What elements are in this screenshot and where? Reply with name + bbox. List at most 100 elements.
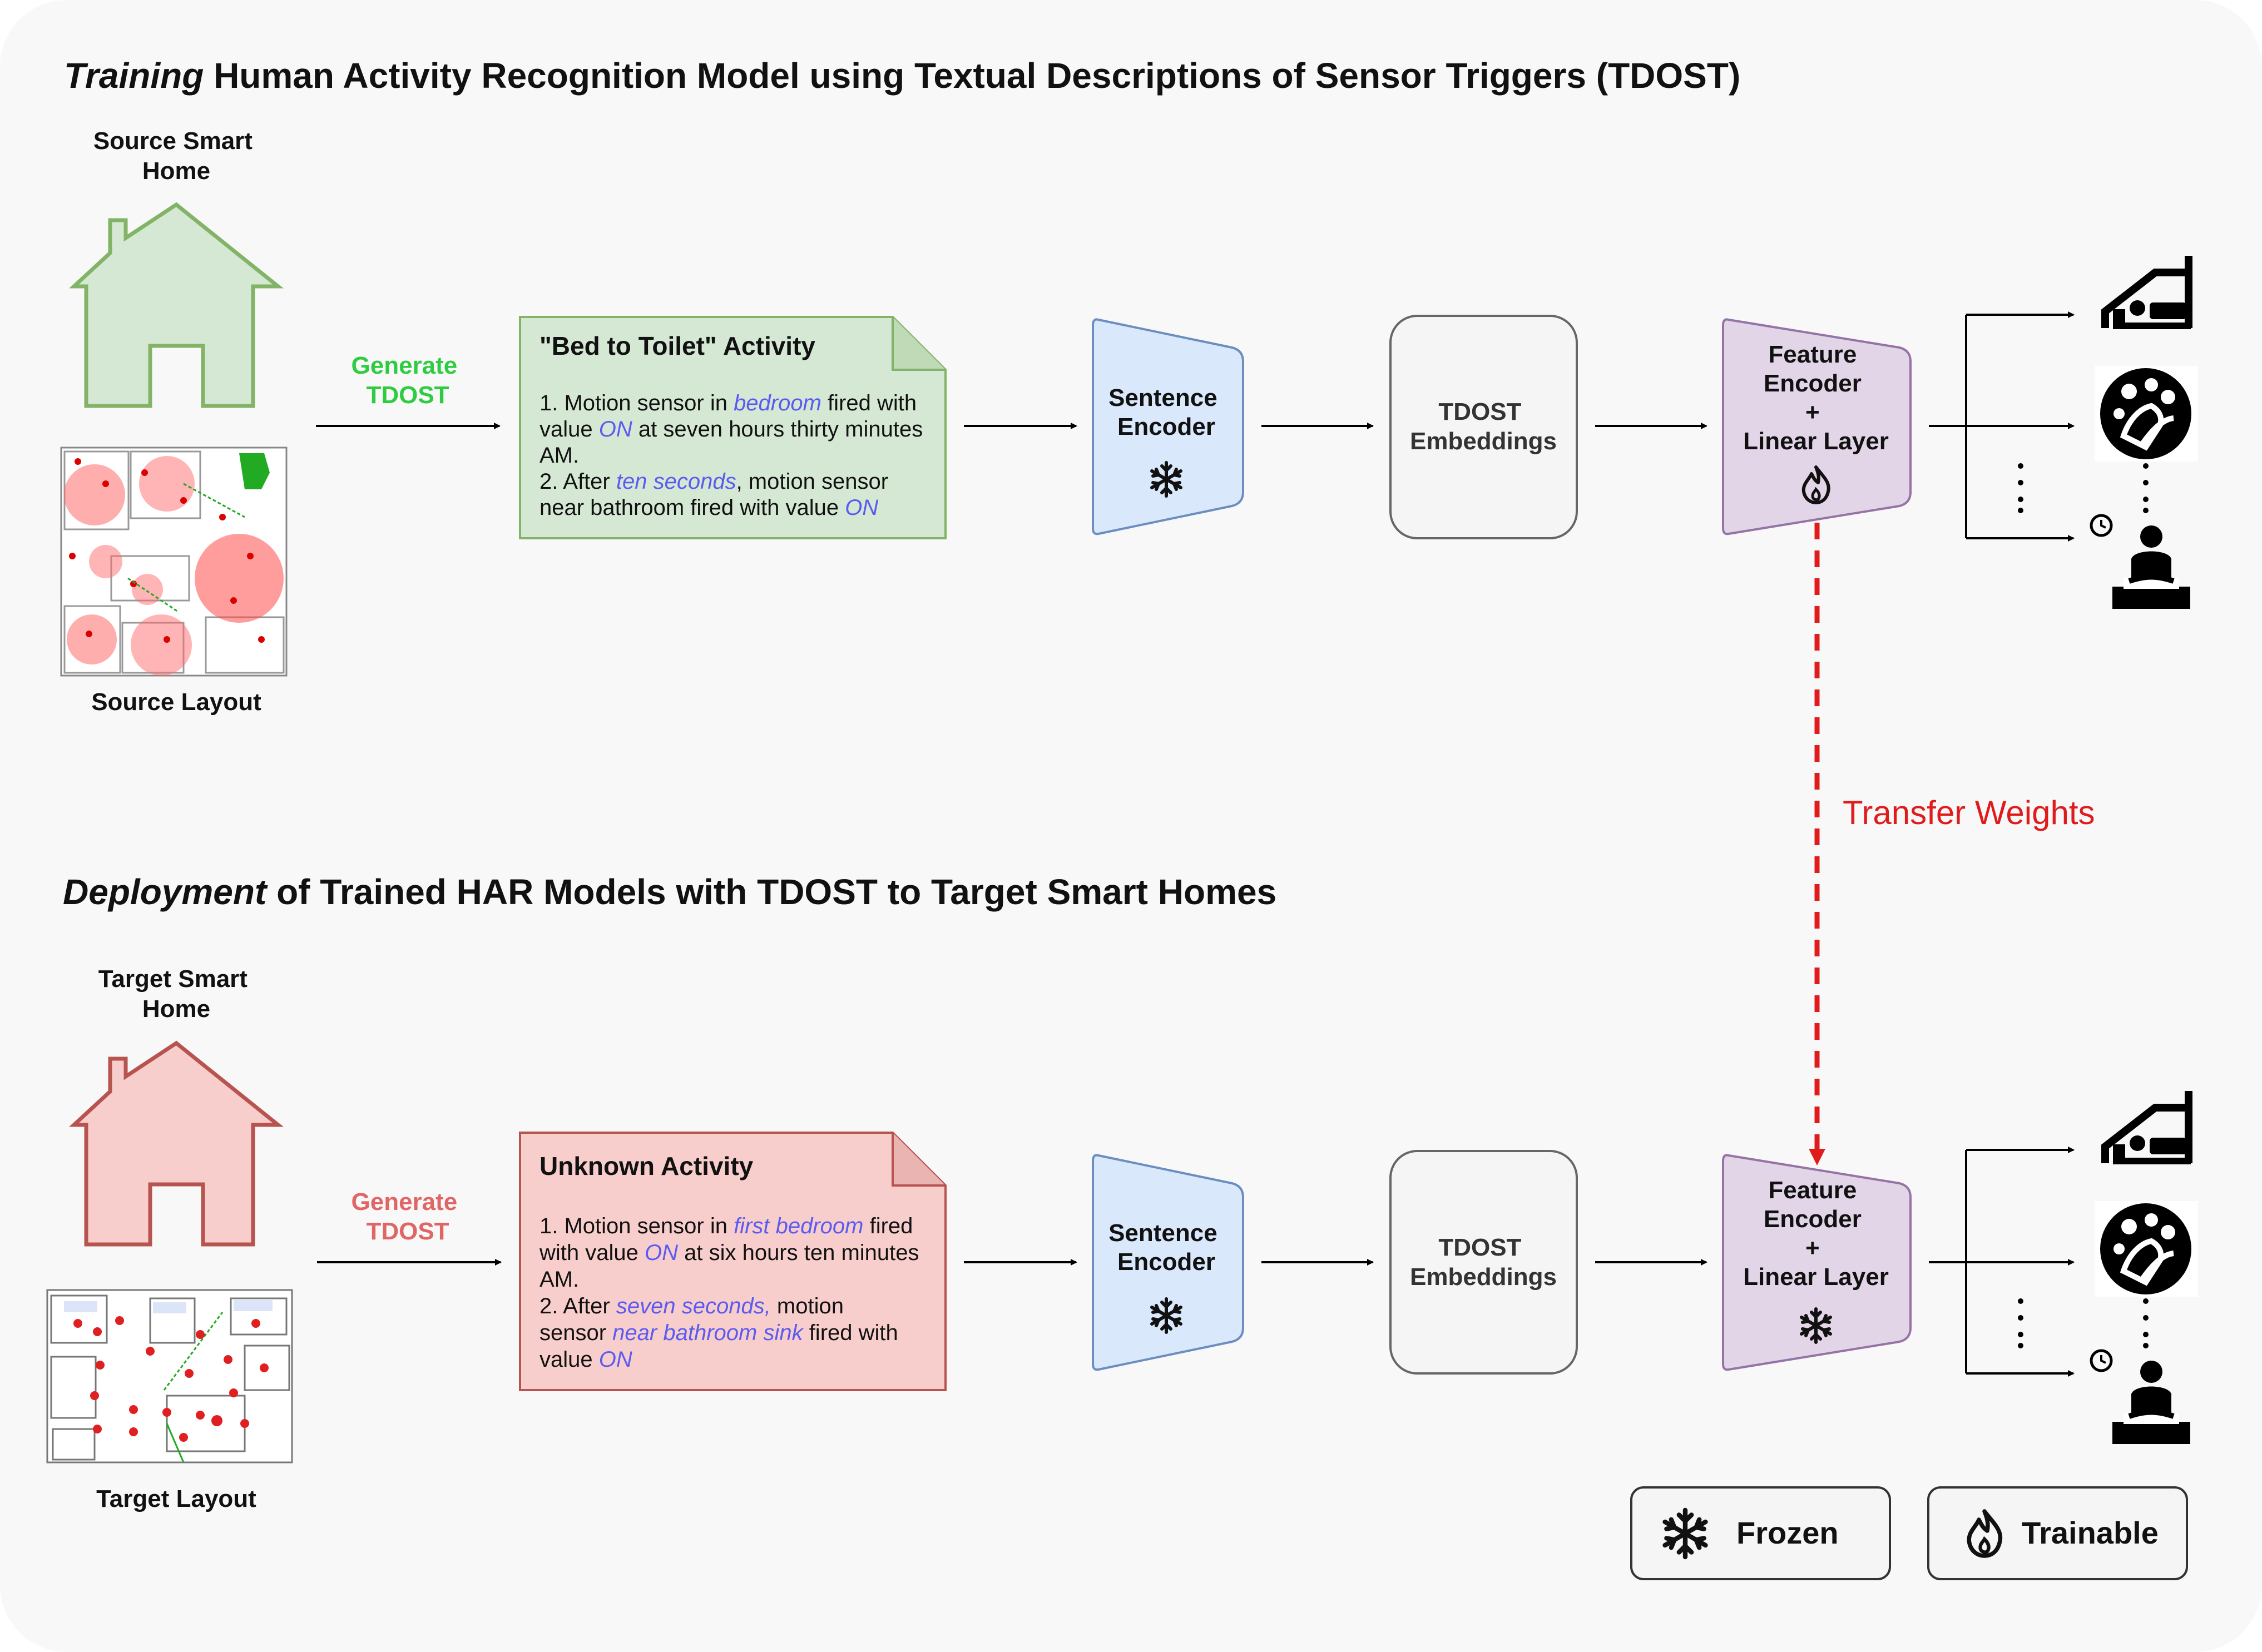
deployment-embeddings-box: TDOST Embeddings (1389, 1150, 1578, 1375)
deployment-card-highlight: ON (599, 1347, 632, 1372)
training-encoder-line2: Encoder (1117, 413, 1215, 440)
deployment-sentence-encoder: Sentence Encoder (1092, 1154, 1244, 1371)
training-sentence-encoder: Sentence Encoder (1092, 318, 1244, 535)
deployment-card-highlight: near bathroom sink (612, 1321, 804, 1345)
training-generate-label: Generate TDOST (352, 352, 464, 409)
deployment-card-segment: motion (771, 1294, 844, 1318)
washing-hands-icon (2100, 368, 2191, 459)
training-title-rest: Human Activity Recognition Model using T… (204, 56, 1740, 96)
training-card-segment: 1. Motion sensor in (539, 391, 734, 415)
deployment-card-segment: at six hours ten minutes (678, 1241, 919, 1265)
deployment-embeddings-line1: TDOST (1438, 1234, 1521, 1261)
training-encoder-label: Sentence Encoder (1108, 384, 1224, 440)
legend-frozen-label: Frozen (1736, 1515, 1839, 1550)
training-feature-label: Feature Encoder + Linear Layer (1743, 341, 1889, 455)
training-card-line: 2. After ten seconds, motion sensor (539, 469, 888, 494)
deployment-encoder-label: Sentence Encoder (1108, 1219, 1224, 1276)
training-card-highlight: ON (599, 417, 632, 441)
training-card-line: near bathroom fired with value ON (539, 495, 878, 520)
deployment-feature-line4: Linear Layer (1743, 1263, 1889, 1291)
deployment-generate-label: Generate TDOST (352, 1188, 464, 1245)
deployment-card-text: 1. Motion sensor in first bedroom fired w… (539, 1214, 919, 1372)
training-generate-line1: Generate (352, 352, 458, 379)
deployment-feature-label: Feature Encoder + Linear Layer (1743, 1177, 1889, 1291)
training-card-highlight: ten seconds (616, 469, 736, 494)
source-home-label-line1: Source Smart (93, 127, 253, 155)
training-card-line: value ON at seven hours thirty minutes (539, 417, 923, 441)
deployment-card-line: AM. (539, 1267, 579, 1292)
training-card-title: "Bed to Toilet" Activity (539, 331, 815, 360)
deployment-card-line: sensor near bathroom sink fired with (539, 1321, 898, 1345)
deployment-feature-line2: Encoder (1764, 1205, 1862, 1233)
training-generate-line2: TDOST (366, 381, 449, 409)
legend-frozen: Frozen (1630, 1486, 1891, 1580)
deployment-output-branches (1929, 1147, 2149, 1377)
deployment-generate-line1: Generate (352, 1188, 458, 1216)
training-card-highlight: bedroom (734, 391, 821, 415)
deployment-card-title: Unknown Activity (539, 1152, 754, 1180)
target-layout-label: Target Layout (96, 1485, 256, 1512)
training-feature-line4: Linear Layer (1743, 428, 1889, 455)
source-home-icon (69, 202, 284, 408)
training-output-branches (1929, 311, 2149, 542)
deployment-card-line: 1. Motion sensor in first bedroom fired (539, 1214, 913, 1238)
svg-text:TDOST Embeddings: TDOST Embeddings (1410, 1234, 1557, 1291)
training-embeddings-line1: TDOST (1438, 398, 1521, 425)
training-title-emph: Training (64, 56, 204, 96)
deployment-title: Deployment of Trained HAR Models with TD… (63, 872, 1276, 912)
deployment-feature-line1: Feature (1768, 1177, 1857, 1204)
legend-trainable: Trainable (1927, 1486, 2188, 1580)
deployment-embeddings-line2: Embeddings (1410, 1263, 1557, 1291)
training-feature-line2: Encoder (1764, 370, 1862, 397)
deployment-card-segment: value (539, 1347, 599, 1372)
target-layout-floorplan (46, 1289, 293, 1464)
training-embeddings-box: TDOST Embeddings (1389, 315, 1578, 539)
deployment-generate-line2: TDOST (366, 1218, 449, 1245)
training-feature-line3: + (1805, 399, 1820, 426)
training-feature-line1: Feature (1768, 341, 1857, 368)
source-layout-floorplan (60, 447, 288, 677)
training-card-segment: at seven hours thirty minutes (632, 417, 923, 441)
target-home-icon (69, 1040, 284, 1247)
deployment-feature-encoder: Feature Encoder + Linear Layer (1722, 1154, 1912, 1371)
legend-trainable-label: Trainable (2022, 1515, 2159, 1550)
deployment-card-line: 2. After seven seconds, motion (539, 1294, 844, 1318)
deployment-text-card: Unknown Activity 1. Motion sensor in fir… (519, 1132, 947, 1391)
training-title: Training Human Activity Recognition Mode… (64, 56, 1740, 96)
training-card-segment: AM. (539, 443, 579, 468)
source-home-label-line2: Home (142, 157, 210, 185)
deployment-card-highlight: seven seconds, (616, 1294, 771, 1318)
training-card-highlight: ON (845, 495, 878, 520)
training-card-segment: near bathroom fired with value (539, 495, 845, 520)
deployment-title-emph: Deployment (63, 872, 268, 912)
deployment-card-highlight: ON (645, 1241, 678, 1265)
training-card-segment: value (539, 417, 599, 441)
deployment-card-segment: sensor (539, 1321, 612, 1345)
training-card-segment: 2. After (539, 469, 616, 494)
deployment-card-line: value ON (539, 1347, 632, 1372)
deployment-card-segment: AM. (539, 1267, 579, 1292)
deployment-feature-line3: + (1805, 1234, 1820, 1262)
transfer-weights-label: Transfer Weights (1843, 794, 2095, 831)
deployment-card-segment: fired (863, 1214, 913, 1238)
source-layout-label: Source Layout (91, 688, 261, 716)
target-home-label-line2: Home (142, 995, 210, 1023)
target-home-label-line1: Target Smart (98, 965, 248, 993)
training-card-segment: , motion sensor (736, 469, 888, 494)
training-feature-encoder: Feature Encoder + Linear Layer (1722, 318, 1912, 535)
training-card-segment: fired with (821, 391, 917, 415)
deployment-title-rest: of Trained HAR Models with TDOST to Targ… (266, 872, 1276, 912)
svg-text:TDOST Embeddings: TDOST Embeddings (1410, 398, 1557, 455)
training-embeddings-line2: Embeddings (1410, 428, 1557, 455)
deployment-card-segment: fired with (803, 1321, 898, 1345)
training-card-line: AM. (539, 443, 579, 468)
training-encoder-line1: Sentence (1108, 384, 1217, 411)
washing-hands-icon (2100, 1203, 2191, 1294)
deployment-encoder-line1: Sentence (1108, 1219, 1217, 1247)
target-home-label: Target Smart Home (98, 965, 254, 1023)
deployment-encoder-line2: Encoder (1117, 1248, 1215, 1276)
training-card-line: 1. Motion sensor in bedroom fired with (539, 391, 917, 415)
deployment-card-line: with value ON at six hours ten minutes (539, 1241, 919, 1265)
